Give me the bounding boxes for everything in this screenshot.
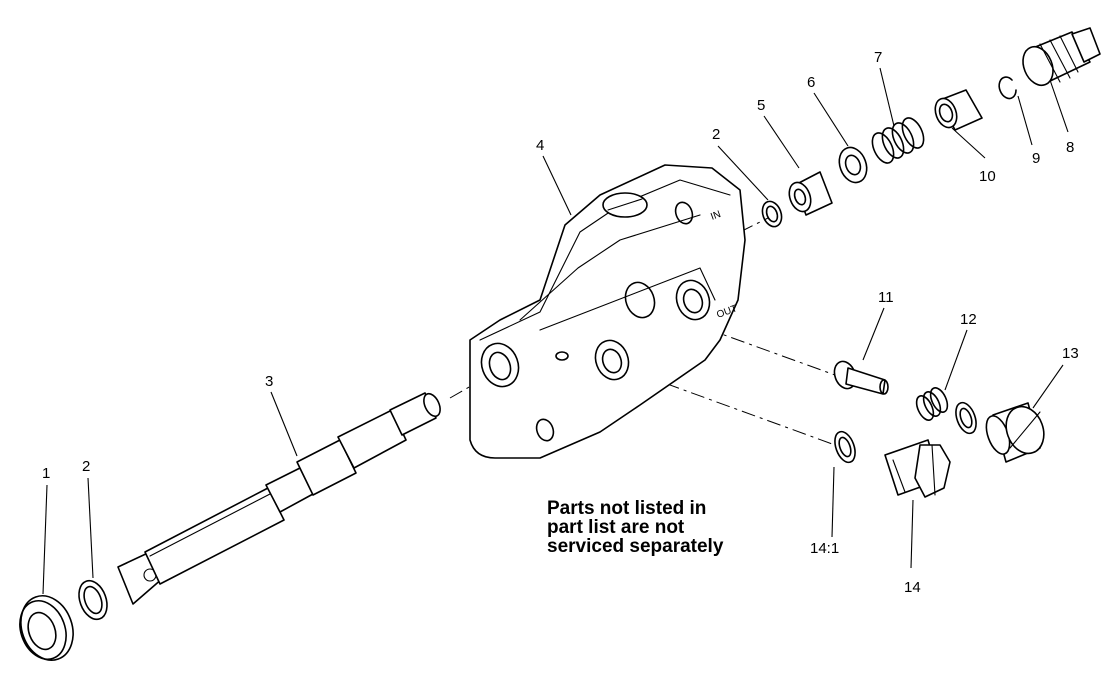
part-12-spring xyxy=(915,387,949,421)
part-8-plug xyxy=(1022,27,1101,87)
callout-5: 5 xyxy=(757,97,765,114)
part-13-cap xyxy=(955,401,1045,463)
callout-4: 4 xyxy=(536,137,544,154)
callout-14: 14 xyxy=(904,579,921,596)
part-3-spool xyxy=(117,392,441,605)
part-1-seal xyxy=(19,595,74,661)
part-4-valve-body: IN OUT xyxy=(469,164,746,459)
part-5-seat xyxy=(788,171,833,216)
part-10-sleeve xyxy=(934,89,983,131)
callout-9: 9 xyxy=(1032,150,1040,167)
part-2-oring-upper xyxy=(761,200,783,228)
callout-7: 7 xyxy=(874,49,882,66)
callout-2-left: 2 xyxy=(82,458,90,475)
callout-3: 3 xyxy=(265,373,273,390)
part-7-spring xyxy=(871,117,925,164)
callout-13: 13 xyxy=(1062,345,1079,362)
part-9-snap-ring xyxy=(998,76,1017,100)
note-line-3: serviced separately xyxy=(547,536,724,557)
part-11-check-pin xyxy=(833,360,889,395)
callout-11: 11 xyxy=(878,289,894,306)
callout-12: 12 xyxy=(960,311,977,328)
leader-lines xyxy=(42,67,1069,595)
callout-8: 8 xyxy=(1066,139,1074,156)
callout-6: 6 xyxy=(807,74,815,91)
callout-2-upper: 2 xyxy=(712,126,720,143)
in-port-marking: IN xyxy=(709,209,722,223)
service-note: Parts not listed in part list are not se… xyxy=(547,498,724,557)
note-line-1: Parts not listed in xyxy=(547,498,706,519)
callout-10: 10 xyxy=(979,168,996,185)
callouts: 1 2 3 4 2 5 6 7 8 9 10 11 12 13 14:1 14 xyxy=(42,49,1079,596)
callout-14-1: 14:1 xyxy=(810,540,839,557)
note-line-2: part list are not xyxy=(547,517,685,538)
part-6-washer xyxy=(838,146,868,184)
part-14-1-oring xyxy=(834,430,856,464)
part-14-hex-plug xyxy=(884,439,951,498)
callout-1: 1 xyxy=(42,465,50,482)
part-2-oring-left xyxy=(78,579,108,621)
